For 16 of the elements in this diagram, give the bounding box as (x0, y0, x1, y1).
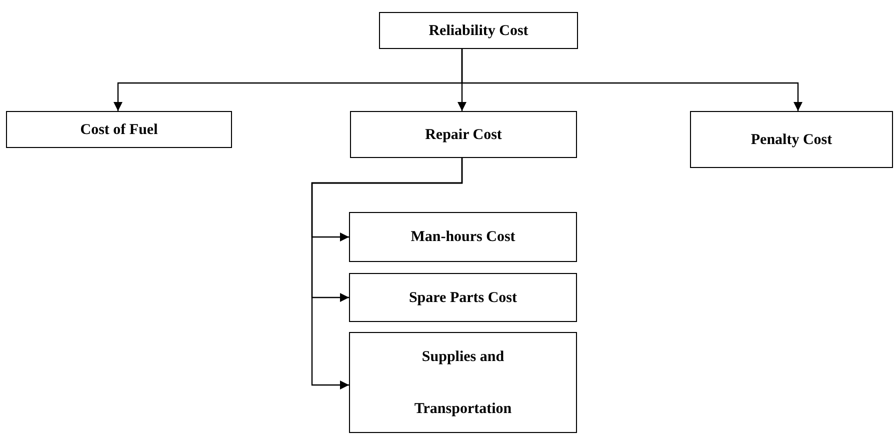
cost-box (6, 111, 232, 148)
cost-box (379, 12, 578, 49)
box-label: Repair Cost (425, 126, 502, 144)
box-label: Man-hours Cost (410, 228, 516, 246)
connector-arrow (461, 49, 802, 111)
box-label: Penalty Cost (750, 130, 832, 148)
cost-box (349, 273, 577, 322)
box-label: Spare Parts Cost (408, 288, 518, 306)
cost-box (350, 111, 577, 158)
box-label: Cost of Fuel (80, 120, 158, 138)
cost-box (349, 212, 577, 262)
cost-box (690, 111, 893, 168)
connector-arrow (311, 158, 463, 390)
box-label: Supplies and Transportation (413, 348, 513, 418)
box-label: Reliability Cost (428, 22, 528, 40)
cost-box (349, 332, 577, 433)
